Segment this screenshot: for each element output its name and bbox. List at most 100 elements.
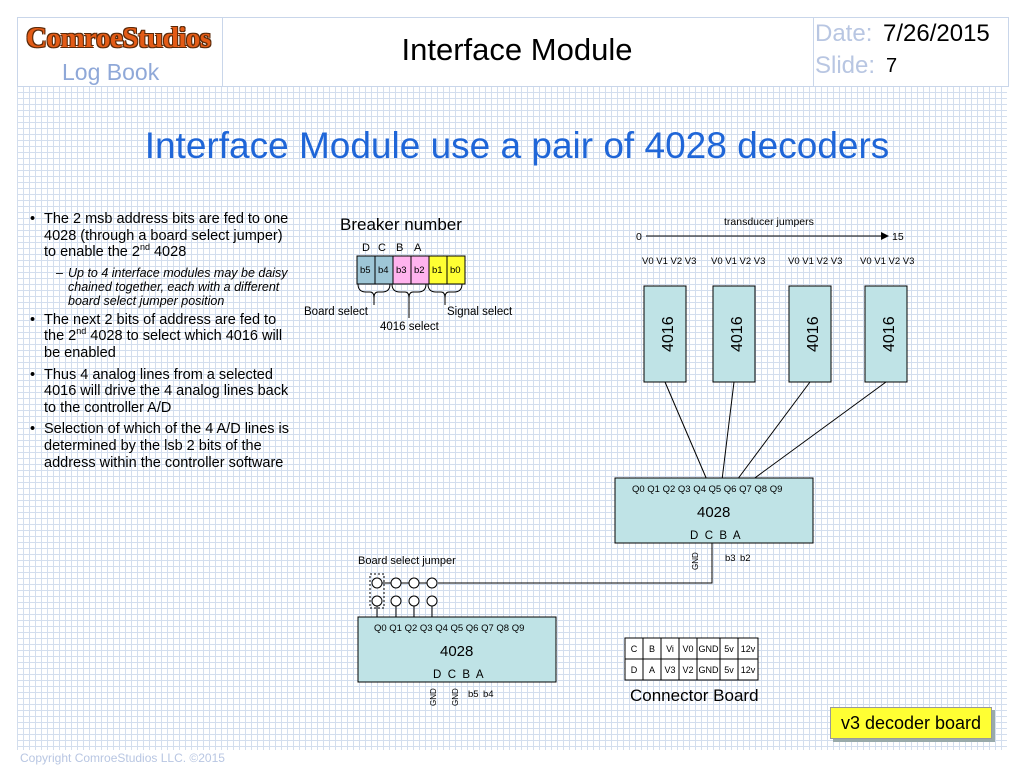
wire-4016-2 (721, 381, 735, 481)
lower-b5-pin: b5 (468, 689, 479, 700)
bullet-ad-selection: Selection of which of the 4 A/D lines is… (28, 421, 298, 471)
connector-cell-label: V2 (682, 665, 693, 675)
breaker-letters: D C B A (362, 242, 422, 254)
breaker-letter-d: D (362, 242, 370, 254)
connector-cell-label: V3 (664, 665, 675, 675)
output-pin-label: Q4 (435, 623, 448, 634)
connector-cell-label: GND (699, 644, 720, 654)
transducer-jumpers-label: transducer jumpers (724, 216, 814, 228)
bullet-analog-lines: Thus 4 analog lines from a selected 4016… (28, 367, 298, 417)
upper-4028-label: 4028 (697, 504, 730, 521)
signal-select-label: Signal select (447, 306, 513, 318)
breaker-number-title: Breaker number (340, 215, 462, 234)
chip-4016-label: 4016 (805, 316, 822, 352)
bullet-msb-bits: The 2 msb address bits are fed to one 40… (28, 211, 298, 261)
chip-4016-label: 4016 (729, 316, 746, 352)
jumper-pins (371, 577, 438, 618)
output-pin-label: Q6 (724, 484, 737, 495)
connector-cell-label: D (631, 665, 638, 675)
output-pin-label: Q1 (647, 484, 660, 495)
connector-cell-label: GND (699, 665, 720, 675)
bit-label: b3 (396, 265, 407, 276)
v-labels-3: V0 V1 V2 V3 (788, 256, 842, 267)
bullet-list: The 2 msb address bits are fed to one 40… (28, 211, 298, 476)
copyright-footer: Copyright ComroeStudios LLC. ©2015 (20, 751, 225, 765)
output-pin-label: Q8 (754, 484, 767, 495)
connector-cell-label: C (631, 644, 638, 654)
output-pin-label: Q5 (709, 484, 722, 495)
output-pin-label: Q6 (466, 623, 479, 634)
jumper-pin (390, 595, 402, 607)
chip-4016-label: 4016 (660, 316, 677, 352)
v-labels-2: V0 V1 V2 V3 (711, 256, 765, 267)
wire-4016-4 (751, 381, 887, 481)
upper-b2-pin: b2 (740, 553, 751, 564)
board-select-brace (357, 283, 391, 299)
slide-number: 7 (886, 55, 898, 77)
upper-b3-pin: b3 (725, 553, 736, 564)
chip-4016-2: 4016 (712, 285, 756, 383)
output-pin-label: Q4 (693, 484, 706, 495)
chip-4016-3: 4016 (788, 285, 832, 383)
date-value: 7/26/2015 (883, 20, 990, 47)
bit-label: b2 (414, 265, 425, 276)
jumper-pin (371, 595, 383, 607)
board-select-label: Board select (304, 306, 369, 318)
bit-label: b0 (450, 265, 461, 276)
v-labels-1: V0 V1 V2 V3 (642, 256, 696, 267)
lower-b4-pin: b4 (483, 689, 494, 700)
bullet-text: The next 2 bits of address are fed to th… (44, 311, 277, 345)
select-4016-label: 4016 select (380, 321, 440, 333)
header-logo-box (17, 17, 224, 87)
board-select-jumper-label: Board select jumper (358, 555, 456, 567)
output-pin-label: Q0 (632, 484, 645, 495)
bullet-text: 4028 to select which 4016 will be enable… (44, 328, 283, 361)
superscript: nd (139, 242, 150, 253)
comroe-studios-logo: ComroeStudios (26, 22, 211, 54)
lower-4028-label: 4028 (440, 643, 473, 660)
output-pin-label: Q1 (389, 623, 402, 634)
wire-4016-1 (664, 381, 708, 481)
output-pin-label: Q2 (663, 484, 676, 495)
transducer-end: 15 (892, 231, 904, 243)
board-select-wire (438, 543, 713, 584)
connector-cell-label: 12v (741, 644, 756, 654)
chip-4016-1: 4016 (643, 285, 687, 383)
jumper-pin (408, 595, 420, 607)
lower-4028-inputs: D C B A (433, 669, 484, 681)
connector-cell (737, 658, 759, 681)
connector-cell-label: Vi (666, 644, 674, 654)
output-pin-label: Q8 (496, 623, 509, 634)
jumper-pin (371, 577, 383, 589)
chip-4016-4: 4016 (864, 285, 908, 383)
bullet-next-bits: The next 2 bits of address are fed to th… (28, 312, 298, 362)
connector-board-title: Connector Board (630, 686, 759, 705)
output-pin-label: Q2 (405, 623, 418, 634)
sub-bullet-daisy-chain: Up to 4 interface modules may be daisy c… (28, 266, 298, 308)
connector-cell-label: 12v (741, 665, 756, 675)
chip-4016-label: 4016 (881, 316, 898, 352)
slide-label: Slide: (815, 52, 876, 79)
jumper-pin (426, 595, 438, 607)
bit-label: b1 (432, 265, 443, 276)
graph-paper-background (17, 86, 1007, 750)
bit-cell (446, 255, 466, 285)
bullet-text: The 2 msb address bits are fed to one 40… (44, 211, 289, 261)
bullet-text: 4028 (149, 244, 187, 261)
select-4016-brace (391, 283, 427, 299)
slide-title: Interface Module use a pair of 4028 deco… (144, 125, 890, 166)
header-title-box (222, 17, 815, 87)
lower-gnd-pin-1: GND (429, 688, 438, 706)
connector-cell-label: 5v (724, 665, 734, 675)
wire-4016-3 (736, 381, 811, 481)
output-pin-label: Q0 (374, 623, 387, 634)
output-pin-label: Q7 (481, 623, 494, 634)
lower-gnd-pin-2: GND (451, 688, 460, 706)
superscript: nd (76, 326, 87, 337)
bit-label: b5 (360, 265, 371, 276)
output-pin-label: Q9 (770, 484, 783, 495)
